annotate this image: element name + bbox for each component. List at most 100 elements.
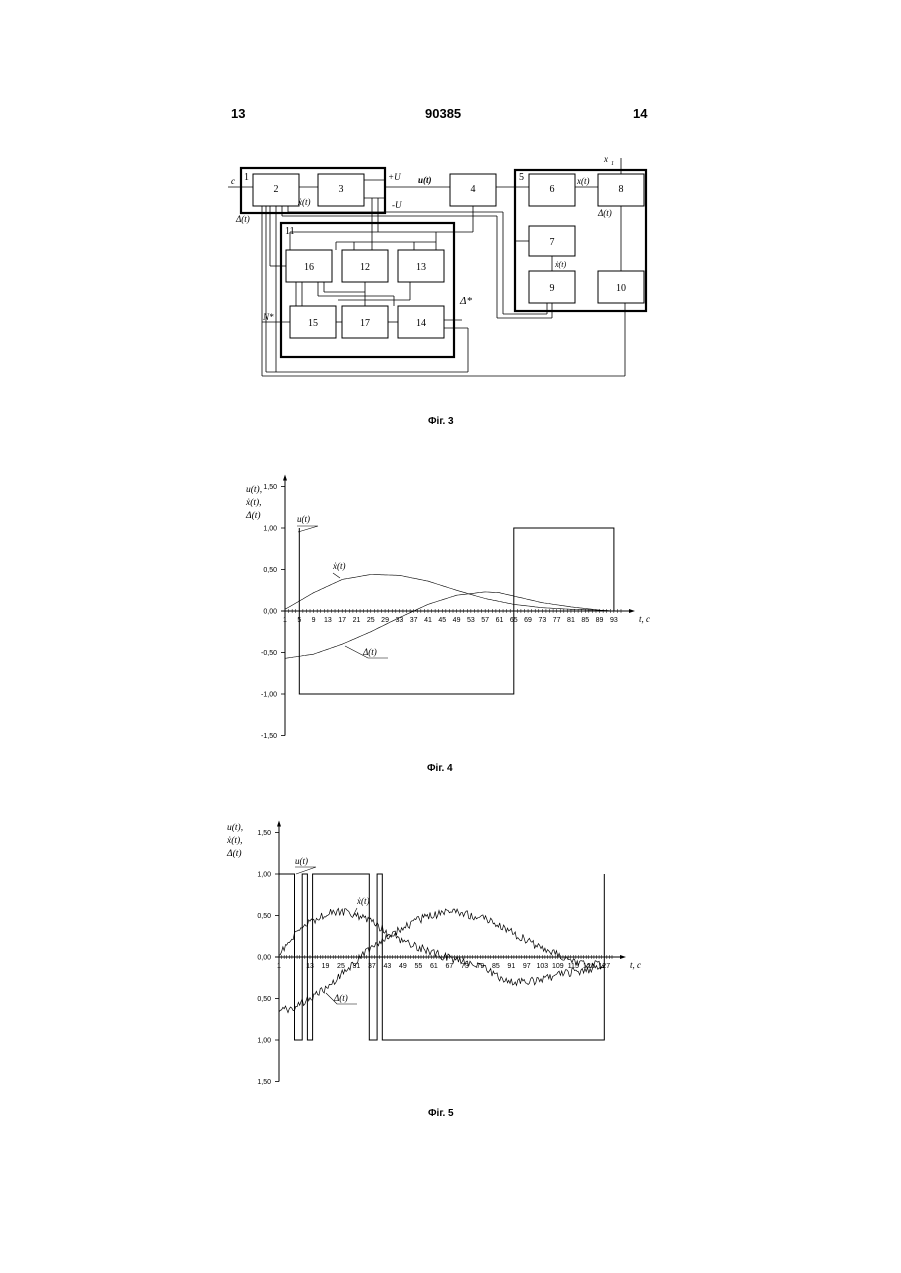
y-tick-label: 0,00	[257, 955, 271, 962]
x-axis-arrow	[629, 609, 635, 613]
block-16-label: 16	[304, 262, 314, 273]
x-tick-label: 49	[453, 617, 461, 624]
y-tick-label: -1,00	[261, 692, 277, 699]
x-tick-label: 85	[492, 963, 500, 970]
x-tick-label: 37	[368, 963, 376, 970]
y-axis-title-part: Δ(t)	[245, 510, 261, 521]
signal-n-star: N*	[262, 312, 274, 322]
signal-xdot-t7: ẋ(t)	[554, 260, 566, 269]
x-tick-label: 61	[430, 963, 438, 970]
annotation-label: u(t)	[297, 514, 310, 524]
x-tick-label: 41	[424, 617, 432, 624]
annotation-leader	[345, 646, 388, 658]
y-tick-label: 1,50	[263, 484, 277, 491]
x-tick-label: 55	[414, 963, 422, 970]
y-axis-title-part: ẋ(t),	[226, 835, 243, 846]
y-tick-label: 0,50	[257, 996, 271, 1003]
x-tick-label: 67	[445, 963, 453, 970]
x-tick-label: 127	[598, 963, 610, 970]
x-tick-label: 13	[324, 617, 332, 624]
signal-x-t: x(t)	[576, 176, 590, 186]
signal-minus-u: -U	[392, 200, 402, 210]
series-delta-t-line	[285, 592, 614, 658]
x-tick-label: 33	[395, 617, 403, 624]
block-6-label: 6	[550, 184, 555, 195]
annotation-label: ẋ(t)	[356, 896, 370, 906]
annotation-leader	[326, 993, 357, 1004]
x-tick-label: 69	[524, 617, 532, 624]
y-axis-arrow	[283, 475, 287, 481]
x-tick-label: 57	[481, 617, 489, 624]
series-xdot-t-line	[285, 575, 614, 612]
x-tick-label: 19	[322, 963, 330, 970]
series-delta-t-line	[279, 909, 604, 1013]
x-tick-label: 65	[510, 617, 518, 624]
y-tick-label: 1,00	[257, 872, 271, 879]
y-axis-title-part: u(t),	[227, 822, 243, 833]
annotation-leader	[353, 908, 357, 916]
block-2-label: 2	[274, 184, 279, 195]
x-tick-label: 93	[610, 617, 618, 624]
block-11-frame	[281, 223, 454, 357]
block-14-label: 14	[416, 318, 426, 329]
x-tick-label: 61	[496, 617, 504, 624]
y-axis-title-part: Δ(t)	[226, 848, 242, 859]
x-axis-arrow	[620, 955, 626, 959]
block-9-label: 9	[550, 283, 555, 294]
annotation-label: Δ(t)	[333, 993, 348, 1003]
x-tick-label: 49	[399, 963, 407, 970]
block-13-label: 13	[416, 262, 426, 273]
annotation-label: u(t)	[295, 856, 308, 866]
block-15-label: 15	[308, 318, 318, 329]
block-8-label: 8	[619, 184, 624, 195]
block-4-label: 4	[471, 184, 476, 195]
x-tick-label: 9	[312, 617, 316, 624]
signal-delta-t8: Δ(t)	[597, 208, 612, 218]
y-tick-label: -0,50	[261, 650, 277, 657]
x-tick-label: 21	[353, 617, 361, 624]
x-tick-label: 1	[277, 963, 281, 970]
block-7-label: 7	[550, 237, 555, 248]
x-tick-label: 25	[367, 617, 375, 624]
y-tick-label: -1,50	[261, 733, 277, 740]
block-17-label: 17	[360, 318, 370, 329]
x-tick-label: 85	[581, 617, 589, 624]
signal-x1-sub: 1	[611, 161, 614, 167]
x-tick-label: 29	[381, 617, 389, 624]
y-axis-title-part: ẋ(t),	[245, 497, 262, 508]
annotation-leader	[295, 867, 316, 874]
x-tick-label: 115	[568, 963, 579, 970]
x-axis-title: t, c	[639, 614, 650, 624]
y-tick-label: 1,50	[257, 830, 271, 837]
signal-xdot-t: ẋ(t)	[297, 197, 311, 207]
block-1-label: 1	[244, 172, 249, 183]
x-tick-label: 45	[438, 617, 446, 624]
series-u-t-line	[299, 528, 614, 694]
x-tick-label: 103	[536, 963, 548, 970]
signal-u-t: u(t)	[418, 175, 432, 185]
x-tick-label: 121	[583, 963, 595, 970]
x-tick-label: 79	[476, 963, 484, 970]
x-axis-title: t, c	[630, 960, 641, 970]
y-axis-title-part: u(t),	[246, 484, 262, 495]
y-tick-label: 0,00	[263, 609, 277, 616]
y-tick-label: 1,00	[263, 526, 277, 533]
x-tick-label: 73	[461, 963, 469, 970]
annotation-leader	[333, 573, 340, 578]
y-tick-label: 1,00	[257, 1038, 271, 1045]
y-tick-label: 0,50	[263, 567, 277, 574]
signal-delta-star: Δ*	[459, 295, 472, 307]
x-tick-label: 13	[306, 963, 314, 970]
x-tick-label: 73	[538, 617, 546, 624]
signal-delta-t: Δ(t)	[235, 214, 250, 224]
x-tick-label: 43	[384, 963, 392, 970]
fig3-caption: Фіг. 3	[428, 416, 454, 427]
fig5-caption: Фіг. 5	[428, 1108, 454, 1119]
fig4-caption: Фіг. 4	[427, 763, 453, 774]
signal-x1: x	[603, 154, 608, 164]
signal-plus-u: +U	[388, 172, 401, 182]
annotation-label: ẋ(t)	[332, 561, 346, 571]
annotation-label: Δ(t)	[362, 647, 377, 657]
x-tick-label: 37	[410, 617, 418, 624]
x-tick-label: 97	[523, 963, 531, 970]
